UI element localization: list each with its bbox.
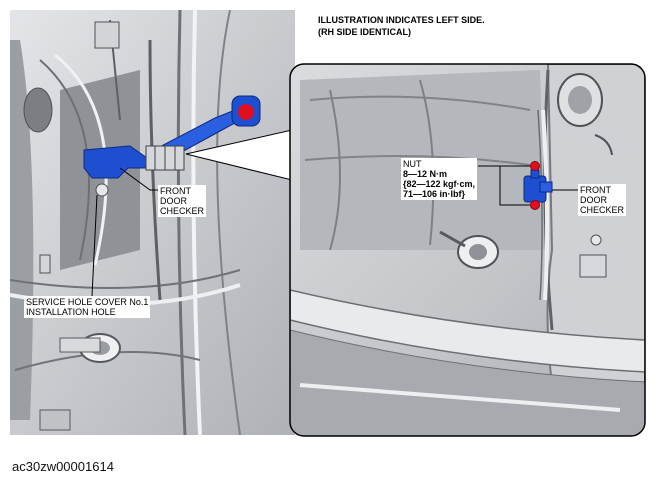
left-service-leader <box>91 194 98 297</box>
nut-upper <box>530 161 540 171</box>
detail-illustration <box>290 64 645 436</box>
left-checker-arm <box>83 95 261 179</box>
detail-frame <box>289 63 646 437</box>
nut-leader-bracket <box>499 166 530 206</box>
torque-line-2: {82—122 kgf·cm, <box>403 179 476 189</box>
nut-torque-label: NUT 8—12 N·m {82—122 kgf·cm, 71—106 in·l… <box>401 158 478 200</box>
torque-line-3: 71—106 in·lbf} <box>403 189 466 199</box>
torque-line-1: 8—12 N·m <box>403 169 448 179</box>
nut-label: NUT <box>403 159 422 169</box>
service-hole-label: SERVICE HOLE COVER No.1 INSTALLATION HOL… <box>24 296 151 318</box>
nut-lower <box>530 200 540 210</box>
left-overview-illustration <box>10 10 295 435</box>
illustration-heading: ILLUSTRATION INDICATES LEFT SIDE. (RH SI… <box>318 14 485 38</box>
detail-checker-label: FRONT DOOR CHECKER <box>578 184 627 216</box>
left-checker-leader <box>119 167 158 191</box>
heading-line-2: (RH SIDE IDENTICAL) <box>318 27 411 37</box>
left-checker-label: FRONT DOOR CHECKER <box>158 185 207 217</box>
heading-line-1: ILLUSTRATION INDICATES LEFT SIDE. <box>318 15 485 25</box>
figure-caption: ac30zw00001614 <box>12 459 114 474</box>
